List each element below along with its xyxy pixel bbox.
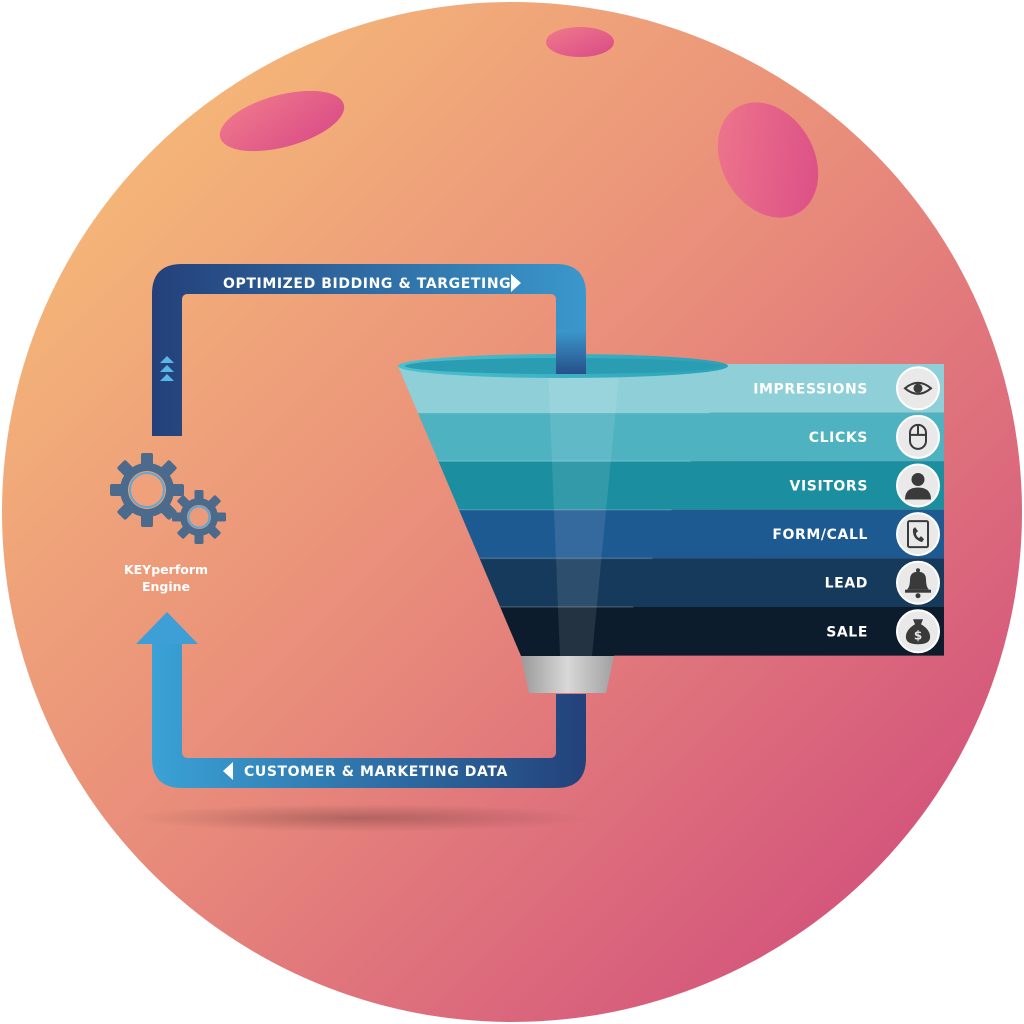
stage-label: CLICKS (809, 430, 868, 446)
stage-label: SALE (826, 624, 868, 640)
stage-label: FORM/CALL (772, 527, 868, 543)
chevron-up-icon (160, 356, 174, 363)
stage-label: VISITORS (790, 479, 868, 495)
funnel-neck (521, 656, 614, 693)
chevron-up-icon (160, 374, 174, 381)
engine-label-line2: Engine (142, 579, 190, 594)
play-left-icon (223, 762, 233, 780)
loop-up-arrow[interactable] (136, 612, 198, 644)
stage-label: IMPRESSIONS (753, 381, 868, 397)
stage-band (660, 412, 944, 462)
bell-icon (896, 560, 940, 605)
funnel-stripe (398, 412, 728, 463)
crater-top (546, 27, 614, 57)
funnel-stage-labels: IMPRESSIONS CLICKS VISITORS FORM/CALL LEAD SA… (753, 366, 940, 654)
stage-band (679, 364, 944, 413)
loop-bottom-bar (152, 640, 586, 788)
person-icon (896, 463, 940, 508)
eye-icon (896, 366, 940, 411)
money-bag-icon: $ (896, 609, 940, 654)
mouse-icon (896, 414, 940, 459)
gear-large-icon (110, 453, 184, 527)
stage-band (641, 461, 944, 510)
floor-shadow (130, 804, 590, 832)
gear-small-icon (172, 490, 226, 544)
stage-band (622, 509, 944, 559)
loop-pipe-into-funnel (556, 330, 586, 374)
feedback-loop: OPTIMIZED BIDDING & TARGETING CUSTOMER &… (136, 264, 586, 788)
stage-band (603, 558, 944, 607)
stage-band (584, 607, 944, 656)
play-right-icon (511, 274, 521, 292)
svg-text:$: $ (914, 628, 922, 642)
funnel-highlight (548, 366, 620, 656)
funnel-stage-bands (584, 364, 944, 656)
loop-top-label: OPTIMIZED BIDDING & TARGETING (223, 276, 511, 292)
loop-top-bar (152, 264, 586, 436)
engine-label-line1: KEYperform (124, 562, 208, 577)
keyperform-engine: KEYperform Engine (110, 453, 226, 594)
stage-label: LEAD (825, 576, 868, 592)
chevron-up-icon (160, 365, 174, 372)
crater-left (219, 90, 345, 152)
loop-bottom-label: CUSTOMER & MARKETING DATA (244, 764, 508, 780)
crater-right (717, 102, 819, 218)
phone-form-icon (896, 512, 940, 557)
